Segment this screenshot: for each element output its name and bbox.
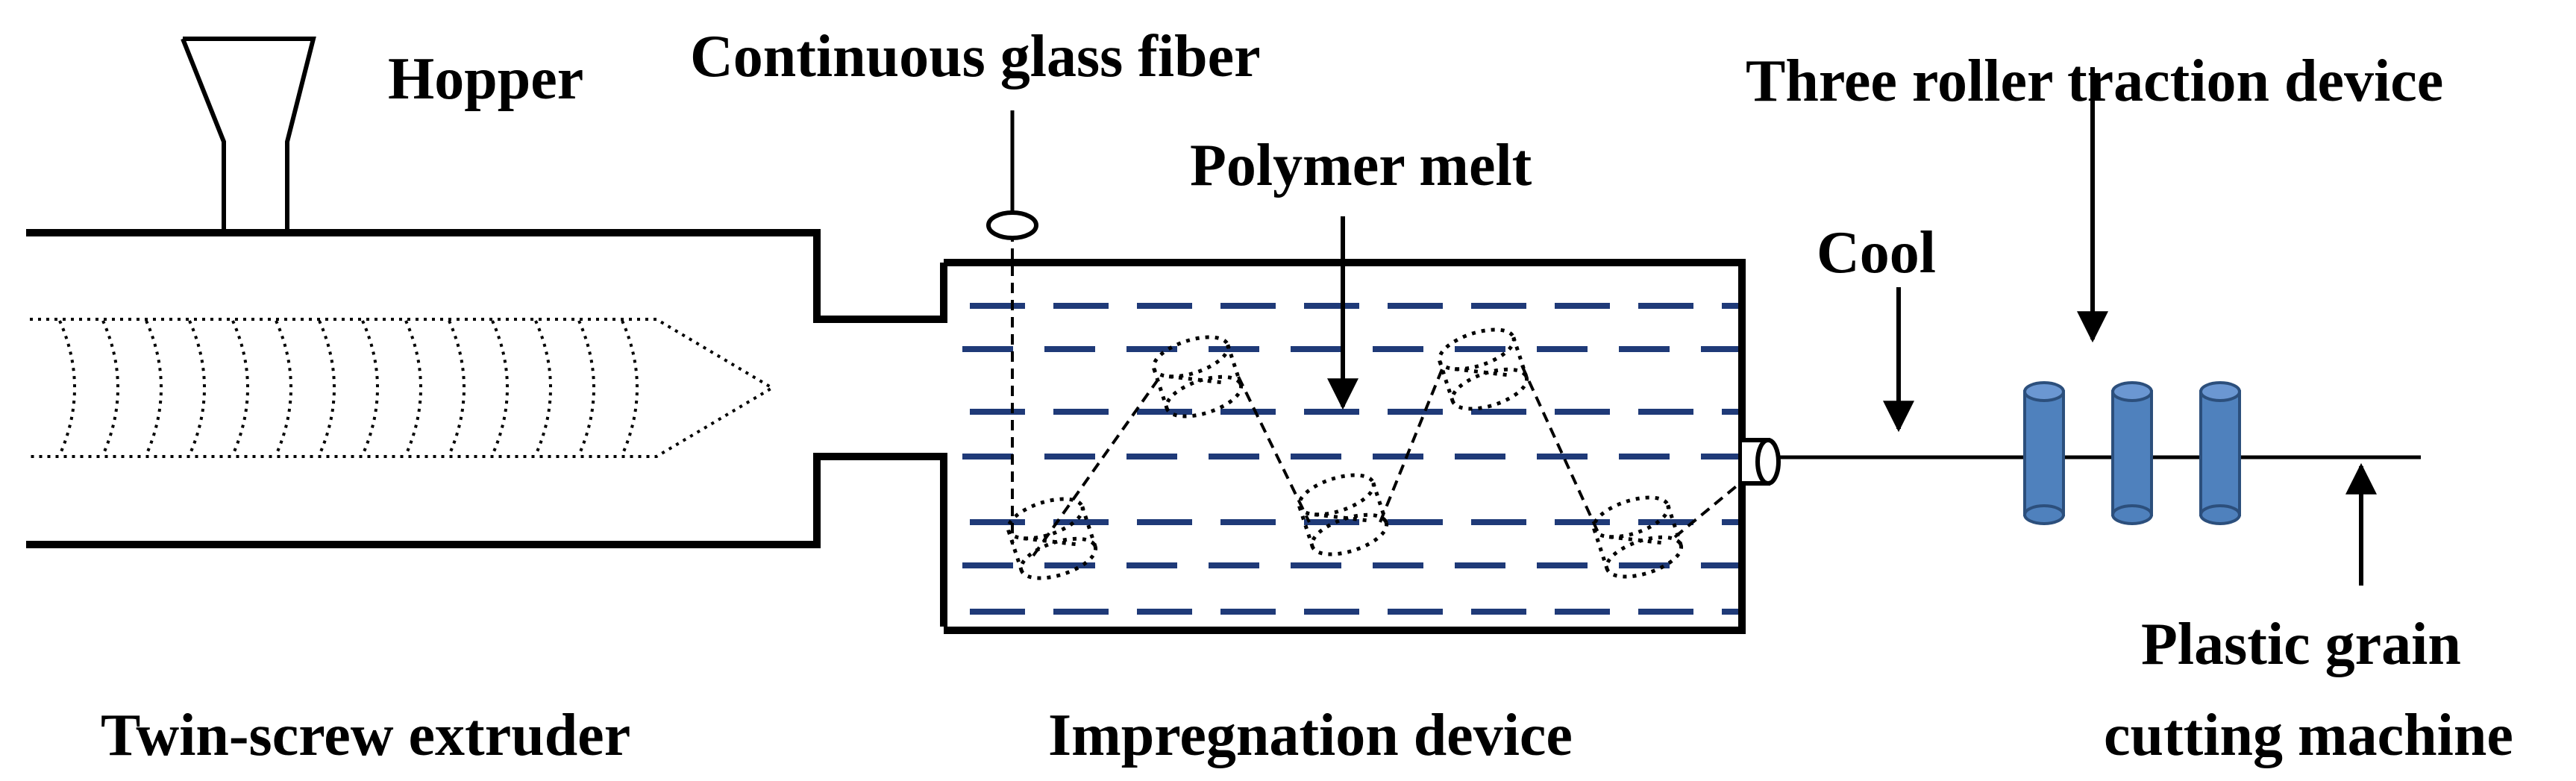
screw-flight bbox=[621, 320, 639, 456]
traction-rollers bbox=[2023, 381, 2241, 525]
screw-flight bbox=[491, 320, 509, 456]
screw-flight bbox=[318, 320, 336, 456]
label-cutter-line1: Plastic grain bbox=[2141, 612, 2461, 677]
extruder-barrel bbox=[26, 229, 947, 627]
fiber-entry-ring bbox=[986, 210, 1038, 240]
hopper-shape bbox=[181, 37, 316, 233]
screw-flight bbox=[534, 320, 552, 456]
screw-flight bbox=[58, 320, 76, 456]
polymer-melt-lines bbox=[962, 303, 1738, 615]
label-glass-fiber: Continuous glass fiber bbox=[690, 24, 1261, 90]
screw-flight bbox=[577, 320, 595, 456]
screw-flight bbox=[101, 320, 119, 456]
label-extruder: Twin-screw extruder bbox=[101, 703, 630, 768]
guide-roller bbox=[1006, 497, 1098, 580]
screw-flight bbox=[145, 320, 163, 456]
guide-rollers bbox=[1006, 327, 1684, 580]
twin-screw bbox=[30, 318, 775, 458]
traction-roller bbox=[2199, 381, 2241, 525]
screw-flight bbox=[361, 320, 379, 456]
guide-roller bbox=[1297, 473, 1389, 556]
screw-flight bbox=[231, 320, 249, 456]
screw-outline bbox=[30, 318, 775, 458]
glass-fiber-path bbox=[1011, 231, 1762, 557]
die-nozzle bbox=[1742, 438, 1781, 486]
label-traction: Three roller traction device bbox=[1746, 48, 2443, 114]
guide-roller bbox=[1591, 495, 1684, 579]
label-impregnation: Impregnation device bbox=[1048, 703, 1573, 768]
guide-roller bbox=[1151, 335, 1244, 418]
screw-flight bbox=[448, 320, 466, 456]
guide-roller bbox=[1437, 327, 1529, 411]
traction-roller bbox=[2023, 381, 2065, 525]
screw-flight bbox=[275, 320, 292, 456]
screw-flight bbox=[188, 320, 206, 456]
traction-roller bbox=[2111, 381, 2153, 525]
screw-flight bbox=[404, 320, 422, 456]
label-cool: Cool bbox=[1817, 220, 1936, 286]
label-hopper: Hopper bbox=[388, 46, 583, 112]
label-polymer-melt: Polymer melt bbox=[1190, 133, 1532, 198]
label-cutter-line2: cutting machine bbox=[2104, 703, 2513, 768]
